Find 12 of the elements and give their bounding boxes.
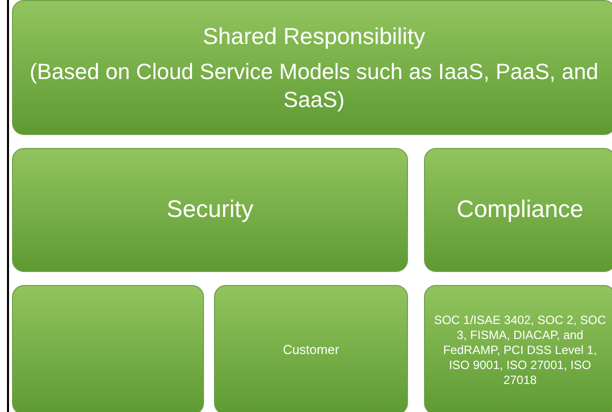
- panel-box: [424, 148, 612, 272]
- box-title: Security: [166, 195, 254, 225]
- subheading: (Based on Cloud Service Models such as IaaS, PaaS, and SaaS): [28, 58, 600, 114]
- panel-box: [214, 285, 408, 412]
- panel-box: [12, 0, 612, 135]
- heading: Shared Responsibility: [202, 22, 426, 50]
- box-title: Compliance: [456, 195, 584, 225]
- panel-box: [424, 285, 612, 412]
- compliance-list: SOC 1/ISAE 3402, SOC 2, SOC 3, FISMA, DIACAP, and FedRAMP, PCI DSS Level 1, ISO 9001, ISO 27001, ISO 27018: [433, 312, 607, 388]
- box-label: Customer: [282, 342, 340, 358]
- panel-box: [12, 148, 408, 272]
- blank-box: [12, 285, 204, 412]
